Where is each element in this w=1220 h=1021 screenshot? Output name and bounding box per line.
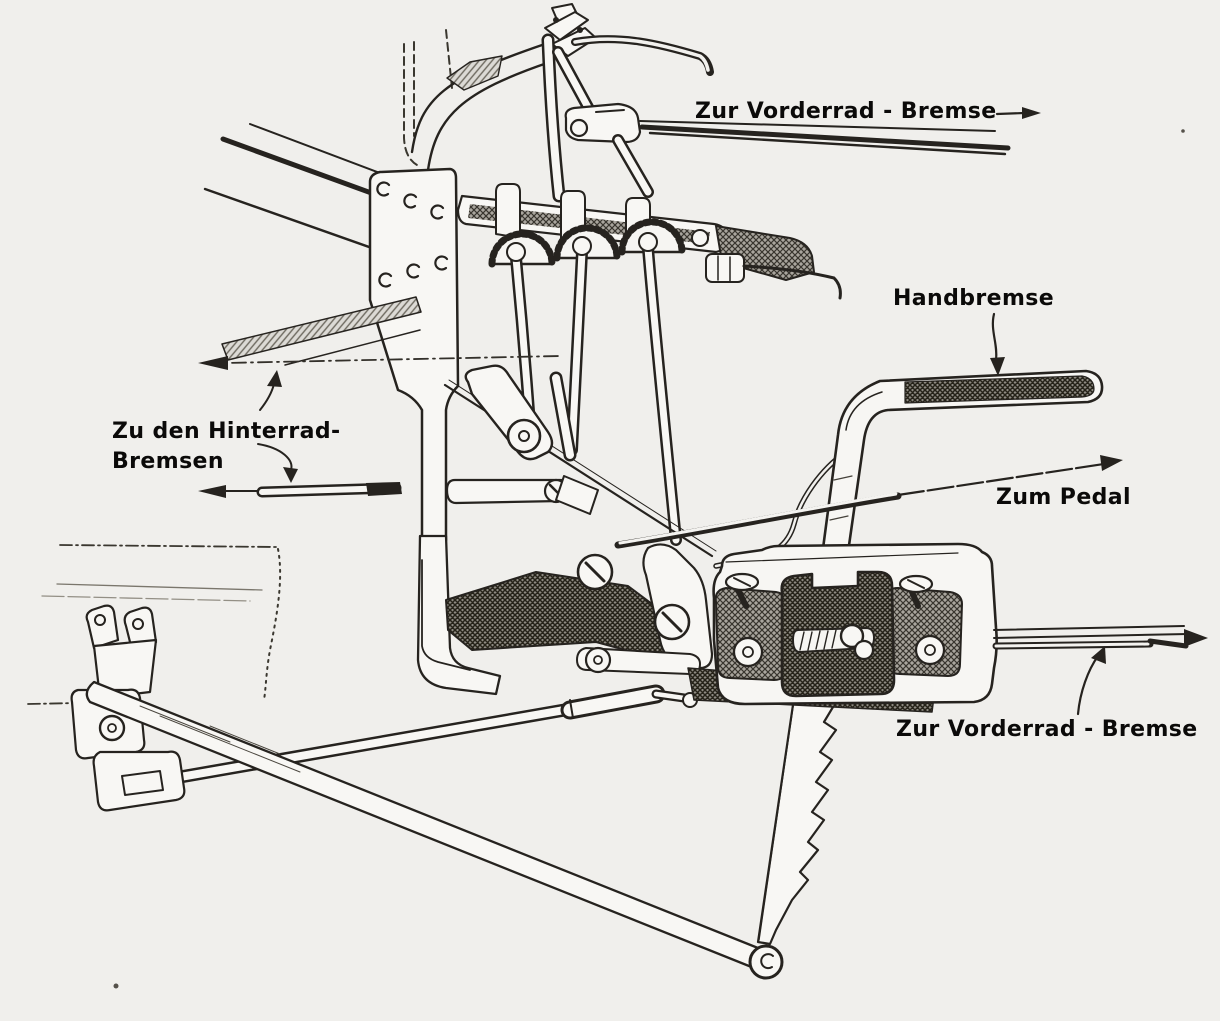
equalizer-box	[712, 542, 998, 706]
top-shackle	[541, 3, 714, 203]
pedal-rod	[614, 455, 1123, 549]
phantom-frame-outline	[27, 544, 282, 705]
front-brake-rod-top	[564, 102, 1011, 198]
rear-brake-rod	[198, 482, 402, 498]
ratchet-sector	[748, 696, 838, 980]
label-pedal: Zum Pedal	[996, 485, 1131, 510]
label-front-brake-bottom: Zur Vorderrad - Bremse	[896, 717, 1198, 742]
annotation-arrows	[257, 107, 1106, 716]
axle-fork	[70, 604, 158, 760]
label-handbrake: Handbremse	[893, 286, 1055, 311]
frame-gusset-plate	[203, 42, 552, 696]
rear-brake-centerline	[198, 355, 561, 370]
front-brake-rod-bottom	[992, 625, 1208, 650]
paper-specks	[113, 129, 1185, 989]
linkage-cluster	[445, 364, 714, 675]
phantom-frame-top	[403, 29, 453, 166]
radius-rods	[85, 680, 764, 970]
handbrake-lever	[801, 369, 1104, 702]
label-rear-brakes-line1: Zu den Hinterrad-	[112, 419, 341, 444]
label-front-brake-top: Zur Vorderrad - Bremse	[695, 99, 997, 124]
label-rear-brakes-line2: Bremsen	[112, 449, 224, 474]
